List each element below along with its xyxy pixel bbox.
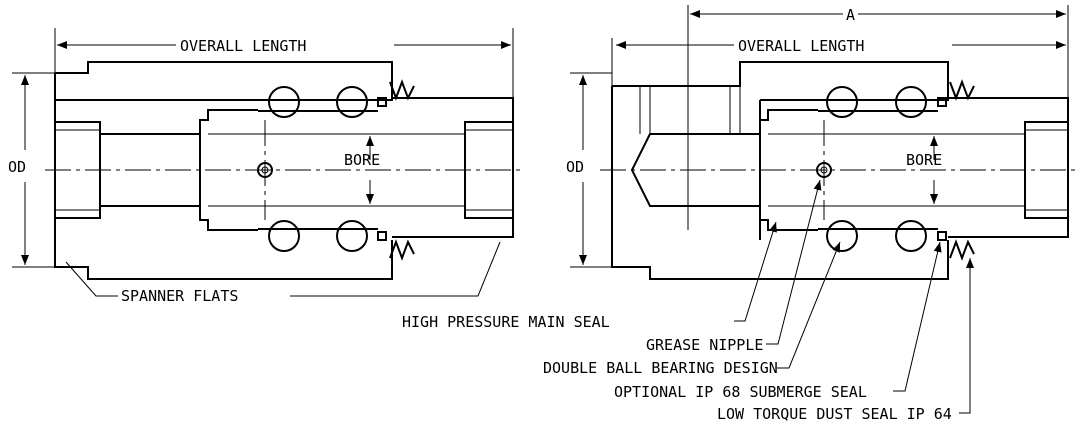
right-od-label: OD (566, 158, 584, 176)
right-overall-length-label: OVERALL LENGTH (738, 37, 864, 55)
right-view: A OVERALL LENGTH OD (566, 5, 1080, 414)
left-od-label: OD (8, 158, 26, 176)
left-view: OVERALL LENGTH OD (8, 28, 520, 305)
grease-nipple-label: GREASE NIPPLE (646, 336, 763, 354)
double-ball-bearing-label: DOUBLE BALL BEARING DESIGN (543, 359, 778, 377)
left-overall-length-label: OVERALL LENGTH (180, 37, 306, 55)
low-torque-dust-seal-label: LOW TORQUE DUST SEAL IP 64 (717, 405, 952, 423)
high-pressure-main-seal-label: HIGH PRESSURE MAIN SEAL (402, 313, 610, 331)
spanner-flats-label: SPANNER FLATS (121, 287, 238, 305)
right-bore-label: BORE (906, 151, 942, 169)
left-bore-label: BORE (344, 151, 380, 169)
dimension-a-label: A (846, 6, 855, 24)
optional-ip68-seal-label: OPTIONAL IP 68 SUBMERGE SEAL (614, 383, 867, 401)
